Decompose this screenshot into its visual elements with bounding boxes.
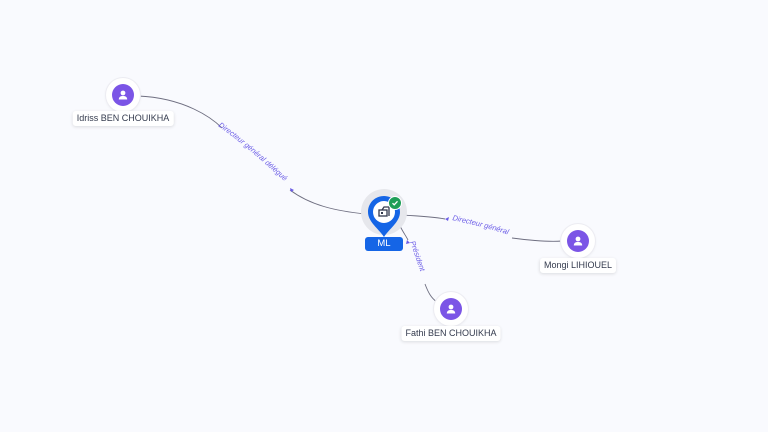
arrow-icon xyxy=(406,240,410,244)
edge-label-directeur-general: Directeur général xyxy=(452,213,511,236)
person-icon xyxy=(440,298,462,320)
edge-fathi-to-company[interactable]: Président xyxy=(399,225,438,303)
edge-mongi-to-company[interactable]: Directeur général xyxy=(400,213,563,242)
person-label-fathi[interactable]: Fathi BEN CHOUIKHA xyxy=(401,326,501,341)
person-icon xyxy=(112,84,134,106)
arrow-icon xyxy=(290,188,294,192)
arrow-icon xyxy=(445,217,449,221)
company-building-icon xyxy=(378,206,390,217)
company-node-label[interactable]: ML xyxy=(365,237,403,251)
verified-check-icon xyxy=(388,196,402,210)
person-label-idriss[interactable]: Idriss BEN CHOUIKHA xyxy=(72,111,174,126)
person-node-mongi[interactable] xyxy=(561,224,595,258)
edge-label-president: Président xyxy=(408,240,427,274)
person-label-mongi[interactable]: Mongi LIHIOUEL xyxy=(539,258,617,273)
edge-label-directeur-general-delegue: Directeur général délégué xyxy=(217,120,289,182)
person-icon xyxy=(567,230,589,252)
person-node-idriss[interactable] xyxy=(106,78,140,112)
person-node-fathi[interactable] xyxy=(434,292,468,326)
